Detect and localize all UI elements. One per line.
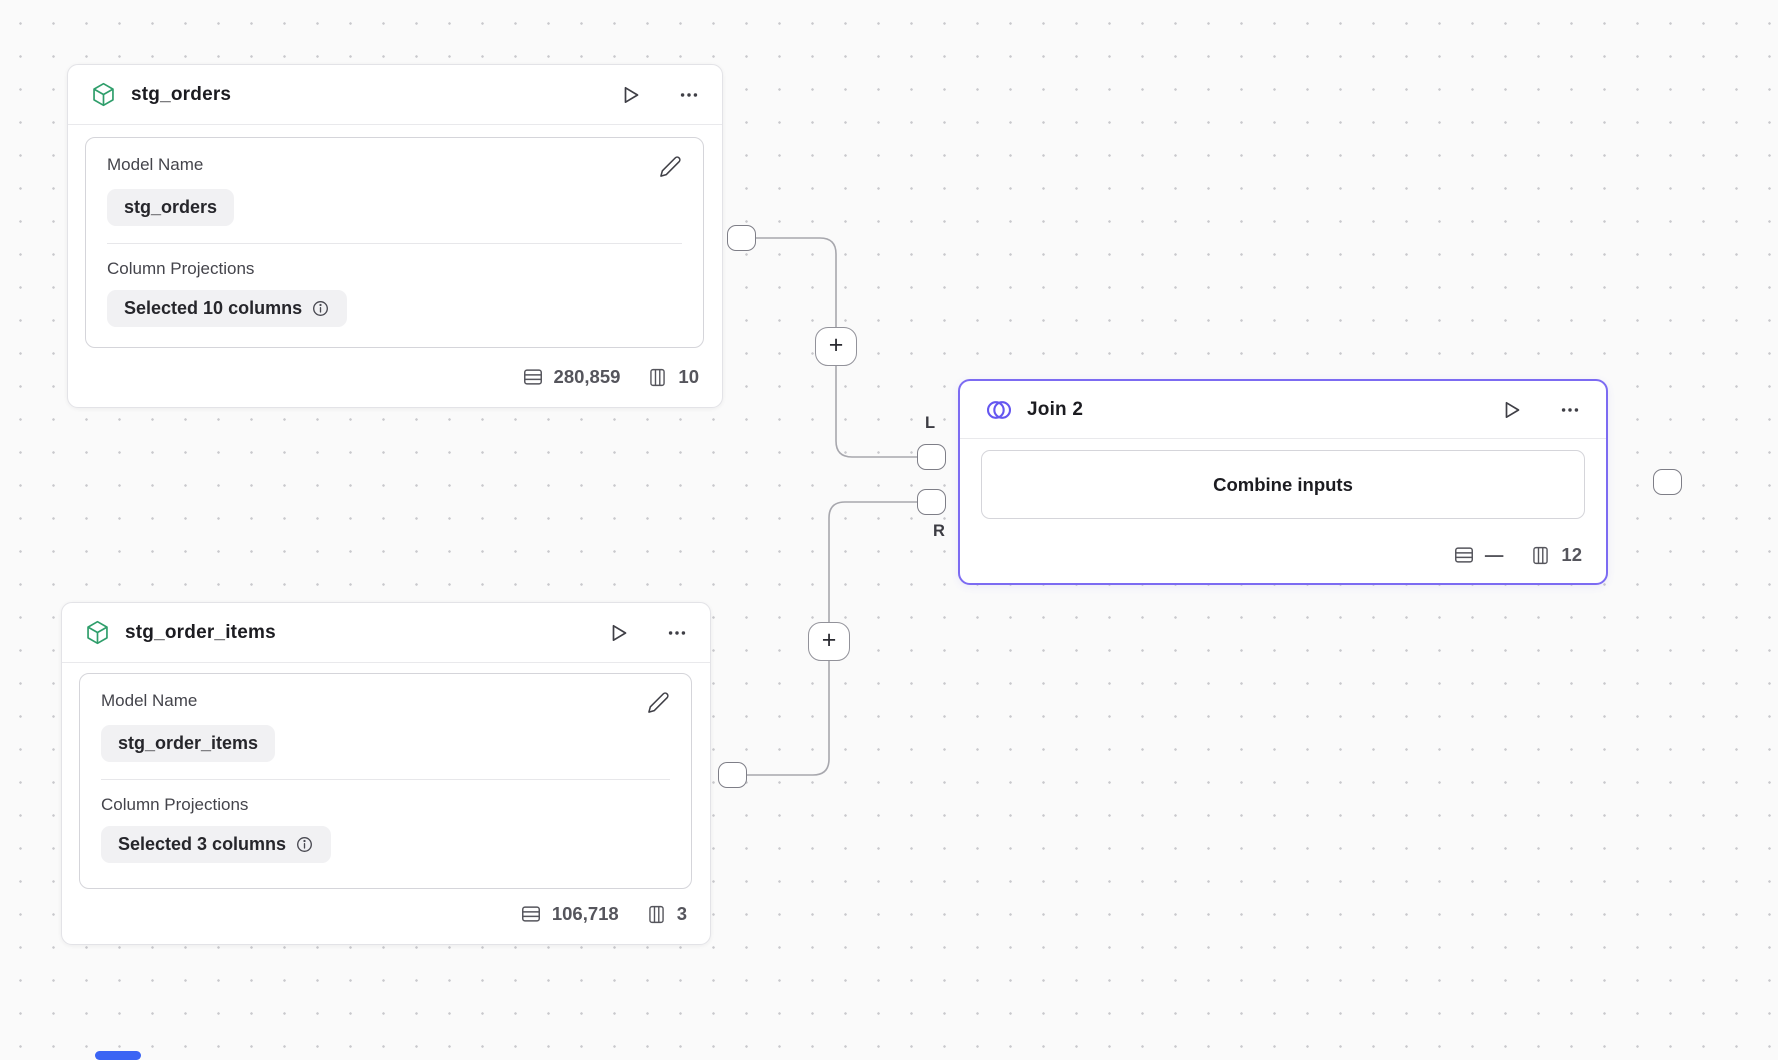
edit-model-name-button[interactable] bbox=[659, 155, 682, 178]
output-port-stg-orders[interactable] bbox=[727, 225, 756, 251]
node-title: stg_order_items bbox=[125, 621, 276, 643]
model-name-chip[interactable]: stg_orders bbox=[107, 189, 235, 226]
node-menu-button[interactable] bbox=[1559, 399, 1581, 421]
column-count: 10 bbox=[678, 366, 699, 387]
ellipsis-icon bbox=[1561, 407, 1579, 412]
model-name-value: stg_orders bbox=[124, 197, 218, 217]
edit-model-name-button[interactable] bbox=[647, 691, 670, 714]
node-stg-order-items[interactable]: stg_order_items Model Name stg_or bbox=[61, 602, 711, 945]
join-input-port-right[interactable] bbox=[917, 489, 946, 515]
node-title: Join 2 bbox=[1027, 398, 1084, 420]
columns-icon bbox=[648, 905, 664, 923]
node-footer: 106,718 3 bbox=[62, 884, 710, 944]
cube-icon bbox=[84, 619, 111, 646]
node-footer: 280,859 10 bbox=[68, 347, 722, 407]
columns-icon bbox=[650, 368, 666, 386]
pencil-icon bbox=[648, 692, 669, 713]
column-projections-label: Column Projections bbox=[101, 795, 249, 814]
model-name-label: Model Name bbox=[107, 155, 204, 174]
column-count: 3 bbox=[676, 903, 687, 924]
model-name-chip[interactable]: stg_order_items bbox=[101, 725, 276, 762]
ellipsis-icon bbox=[680, 92, 698, 97]
column-projections-value: Selected 10 columns bbox=[124, 298, 303, 318]
node-menu-button[interactable] bbox=[666, 622, 688, 644]
port-label-right: R bbox=[933, 522, 945, 540]
node-config-panel: Model Name stg_orders Column Projections… bbox=[85, 137, 704, 348]
combine-inputs-button[interactable]: Combine inputs bbox=[981, 450, 1585, 519]
node-menu-button[interactable] bbox=[678, 84, 700, 106]
node-stg-orders[interactable]: stg_orders Model Name stg_orders bbox=[67, 64, 723, 408]
node-header: Join 2 bbox=[960, 381, 1606, 439]
info-icon[interactable] bbox=[295, 835, 314, 854]
node-join-2[interactable]: Join 2 Combine inputs — 12 bbox=[958, 379, 1608, 585]
add-node-button-top-edge[interactable]: + bbox=[815, 327, 857, 366]
node-header: stg_orders bbox=[68, 65, 722, 125]
port-label-left: L bbox=[924, 414, 936, 432]
column-projections-label: Column Projections bbox=[107, 259, 255, 278]
node-config-panel: Model Name stg_order_items Column Projec… bbox=[79, 673, 692, 889]
node-header: stg_order_items bbox=[62, 603, 710, 663]
play-icon bbox=[624, 86, 639, 103]
run-node-button[interactable] bbox=[606, 621, 630, 645]
cube-icon bbox=[90, 81, 117, 108]
join-input-port-left[interactable] bbox=[917, 444, 946, 470]
model-name-value: stg_order_items bbox=[118, 733, 259, 753]
add-node-button-bottom-edge[interactable]: + bbox=[808, 622, 850, 661]
rows-icon bbox=[523, 369, 542, 385]
rows-icon bbox=[1454, 547, 1473, 563]
row-count: — bbox=[1484, 544, 1504, 565]
panel-divider bbox=[101, 779, 670, 780]
info-icon[interactable] bbox=[311, 299, 330, 318]
ellipsis-icon bbox=[668, 630, 686, 635]
play-icon bbox=[612, 624, 627, 641]
column-projections-chip[interactable]: Selected 10 columns bbox=[107, 290, 348, 327]
column-count: 12 bbox=[1561, 544, 1582, 565]
rows-icon bbox=[521, 906, 540, 922]
model-name-label: Model Name bbox=[101, 691, 198, 710]
horizontal-scrollbar[interactable] bbox=[95, 1051, 141, 1060]
run-node-button[interactable] bbox=[618, 83, 642, 107]
play-icon bbox=[1505, 401, 1520, 418]
node-footer: — 12 bbox=[960, 527, 1606, 583]
column-projections-value: Selected 3 columns bbox=[118, 834, 287, 854]
join-output-port[interactable] bbox=[1653, 469, 1682, 495]
join-venn-icon bbox=[985, 396, 1013, 424]
node-title: stg_orders bbox=[131, 83, 232, 105]
run-node-button[interactable] bbox=[1499, 398, 1523, 422]
panel-divider bbox=[107, 243, 682, 244]
columns-icon bbox=[1533, 546, 1549, 564]
row-count: 280,859 bbox=[553, 366, 621, 387]
output-port-stg-order-items[interactable] bbox=[718, 762, 747, 788]
column-projections-chip[interactable]: Selected 3 columns bbox=[101, 826, 332, 863]
pencil-icon bbox=[660, 156, 681, 177]
row-count: 106,718 bbox=[551, 903, 619, 924]
